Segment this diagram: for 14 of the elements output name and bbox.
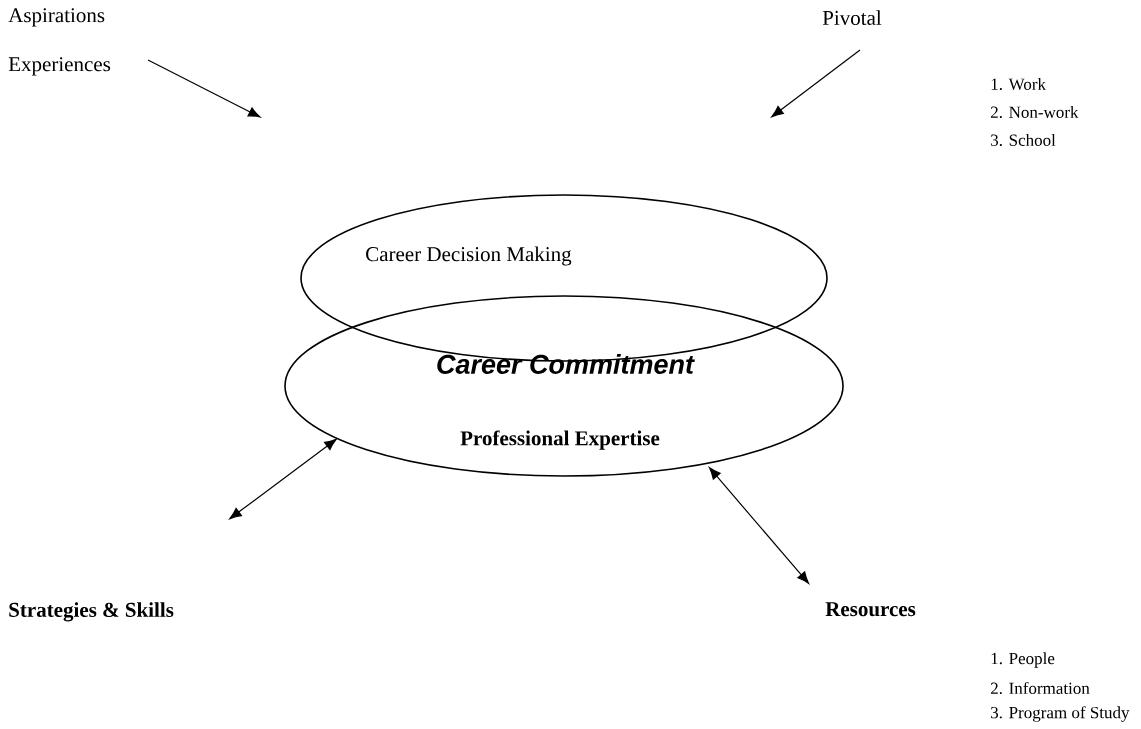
list-item: 3. Program of Study [991, 706, 1130, 722]
list-item: 3. School [991, 134, 1056, 146]
arrow [147, 59, 261, 118]
text-label: Strategies & Skills [9, 602, 174, 622]
text-label: Pivotal [822, 10, 882, 25]
list-item: 2. Information [990, 681, 1090, 695]
list-item: 2. Non-work [990, 106, 1079, 118]
arrow [708, 467, 810, 584]
text-label: Aspirations Experiences [8, 8, 111, 76]
arrow [229, 438, 337, 520]
arrow [771, 49, 861, 118]
text-label: Resources [825, 602, 916, 617]
list-item: 1. People [991, 652, 1055, 668]
list-item: 1. Work [991, 78, 1046, 90]
